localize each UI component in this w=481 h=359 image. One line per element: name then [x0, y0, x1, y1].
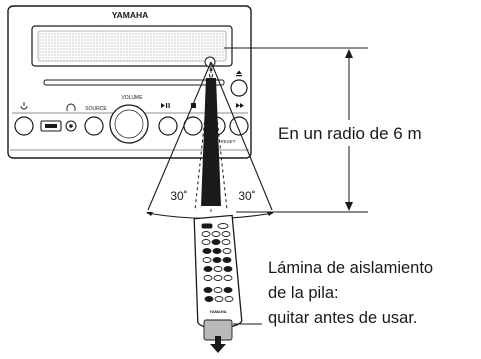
- remote-buttons[interactable]: [201, 223, 234, 302]
- stop-icon: [191, 103, 196, 108]
- eject-icon: [236, 70, 242, 77]
- source-label: SOURCE: [85, 106, 107, 112]
- power-icon: [20, 102, 28, 110]
- beam-edge-right: [210, 61, 273, 211]
- insulation-label-line1: Lámina de aislamiento: [268, 259, 434, 277]
- remote-control: YAMAHA: [193, 214, 243, 329]
- angle-left-label: 30˚: [170, 189, 187, 203]
- volume-knob[interactable]: [109, 104, 149, 144]
- down-arrow-icon: [210, 336, 226, 353]
- forward-icon: [236, 103, 244, 108]
- source-button[interactable]: [84, 116, 104, 136]
- angle-arrow-left: [146, 212, 153, 216]
- range-arrow-down: [345, 202, 353, 211]
- insulation-label-line2: de la pila:: [268, 284, 339, 302]
- display-screen: [37, 30, 227, 62]
- beam-edge-left: [147, 61, 212, 211]
- angle-arrow-right: [267, 212, 274, 216]
- power-button[interactable]: [14, 116, 34, 136]
- eject-button[interactable]: [230, 79, 248, 97]
- reset-label: RESET: [220, 139, 235, 144]
- forward-button[interactable]: [229, 116, 249, 136]
- stereo-unit: [7, 5, 252, 159]
- remote-brand-text: YAMAHA: [209, 309, 226, 314]
- ir-beam: [146, 61, 274, 220]
- volume-knob-inner: [114, 109, 144, 139]
- headphones-icon: [66, 103, 76, 111]
- range-label: En un radio de 6 m: [278, 124, 422, 143]
- volume-label: VOLUME: [121, 95, 143, 101]
- insulation-label-line3: quitar antes de usar.: [268, 309, 418, 327]
- cd-slot: [43, 79, 225, 86]
- angle-right-label: 30˚: [238, 189, 255, 203]
- play-pause-button[interactable]: [158, 116, 178, 136]
- range-arrow-up: [345, 49, 353, 58]
- brand-logo-text: YAMAHA: [112, 10, 149, 20]
- range-bracket: [224, 47, 368, 213]
- usb-port-icon: [45, 124, 57, 128]
- play-pause-icon: [161, 103, 170, 108]
